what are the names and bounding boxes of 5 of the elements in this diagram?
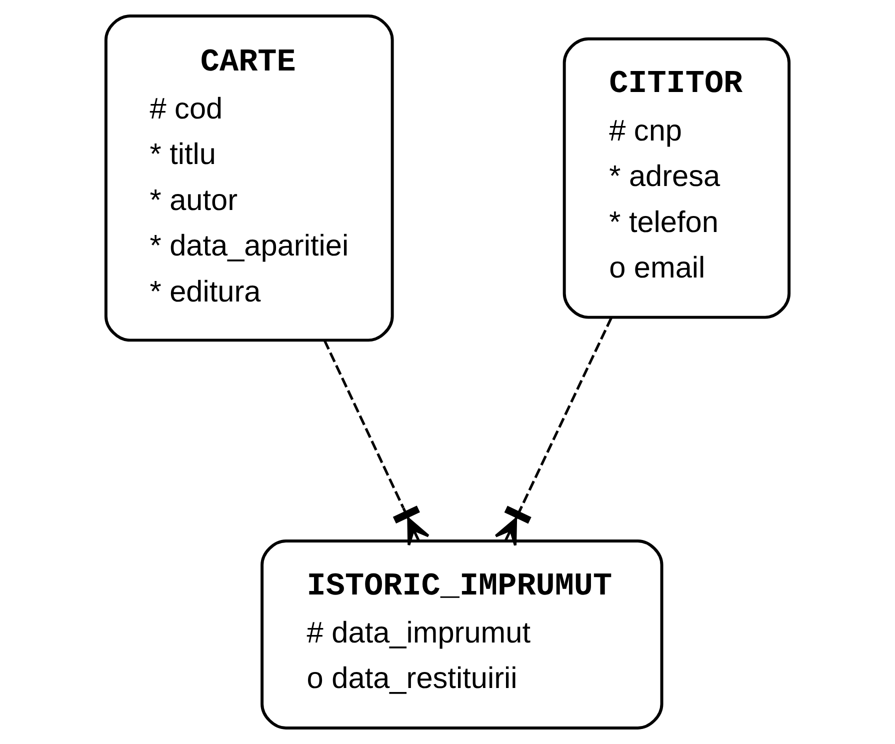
node-box: CITITOR # cnp * adresa * telefon o email: [562, 37, 791, 319]
node-box: CARTE # cod * titlu * autor * data_aparitiei * editura: [104, 14, 394, 342]
connector: [323, 340, 430, 546]
node-box: ISTORIC_IMPRUMUT # data_imprumut o data_restituirii: [260, 540, 664, 730]
connector: [494, 317, 613, 547]
